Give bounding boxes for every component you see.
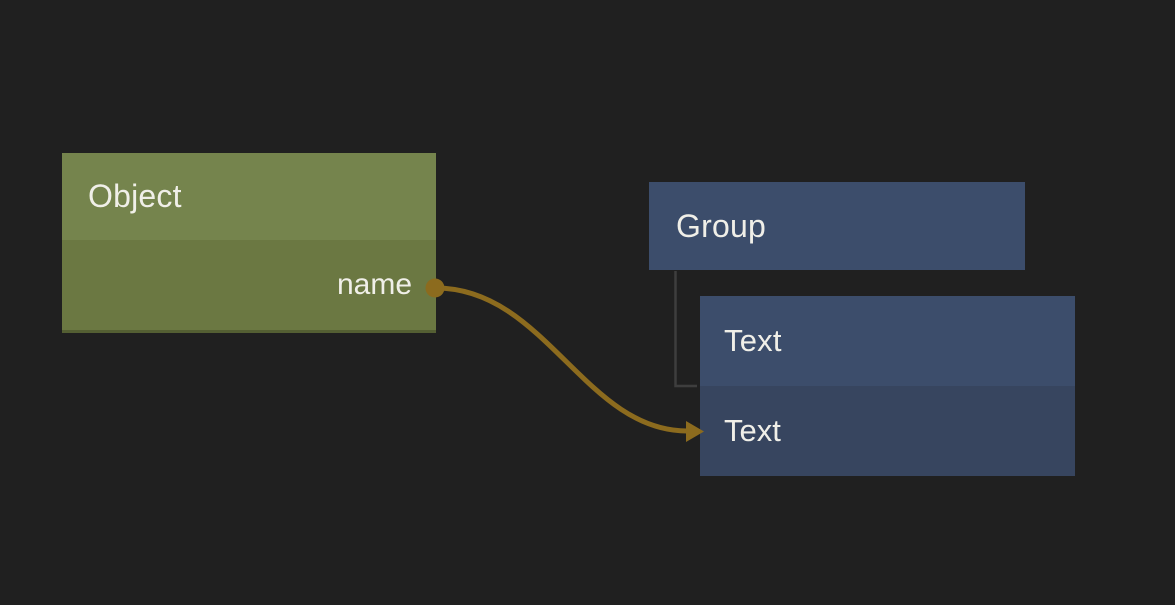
hierarchy-connector-line	[674, 271, 697, 388]
name-port-row: name	[62, 240, 436, 330]
object-node[interactable]: Object name	[62, 153, 436, 333]
group-node-title: Group	[676, 207, 766, 244]
object-node-title: Object	[88, 178, 182, 214]
group-node-header: Group	[649, 182, 1025, 270]
text-node-title: Text	[724, 323, 782, 358]
group-node[interactable]: Group	[649, 182, 1025, 270]
name-port-label: name	[336, 268, 412, 301]
text-node[interactable]: Text Text	[700, 296, 1075, 476]
object-node-body: name	[62, 240, 436, 333]
name-output-port[interactable]	[425, 278, 445, 298]
text-value-label: Text	[724, 413, 781, 448]
text-node-header: Text	[700, 296, 1075, 386]
connection-wire[interactable]	[433, 285, 690, 434]
object-node-header: Object	[62, 153, 436, 240]
text-value-row: Text	[700, 386, 1075, 476]
